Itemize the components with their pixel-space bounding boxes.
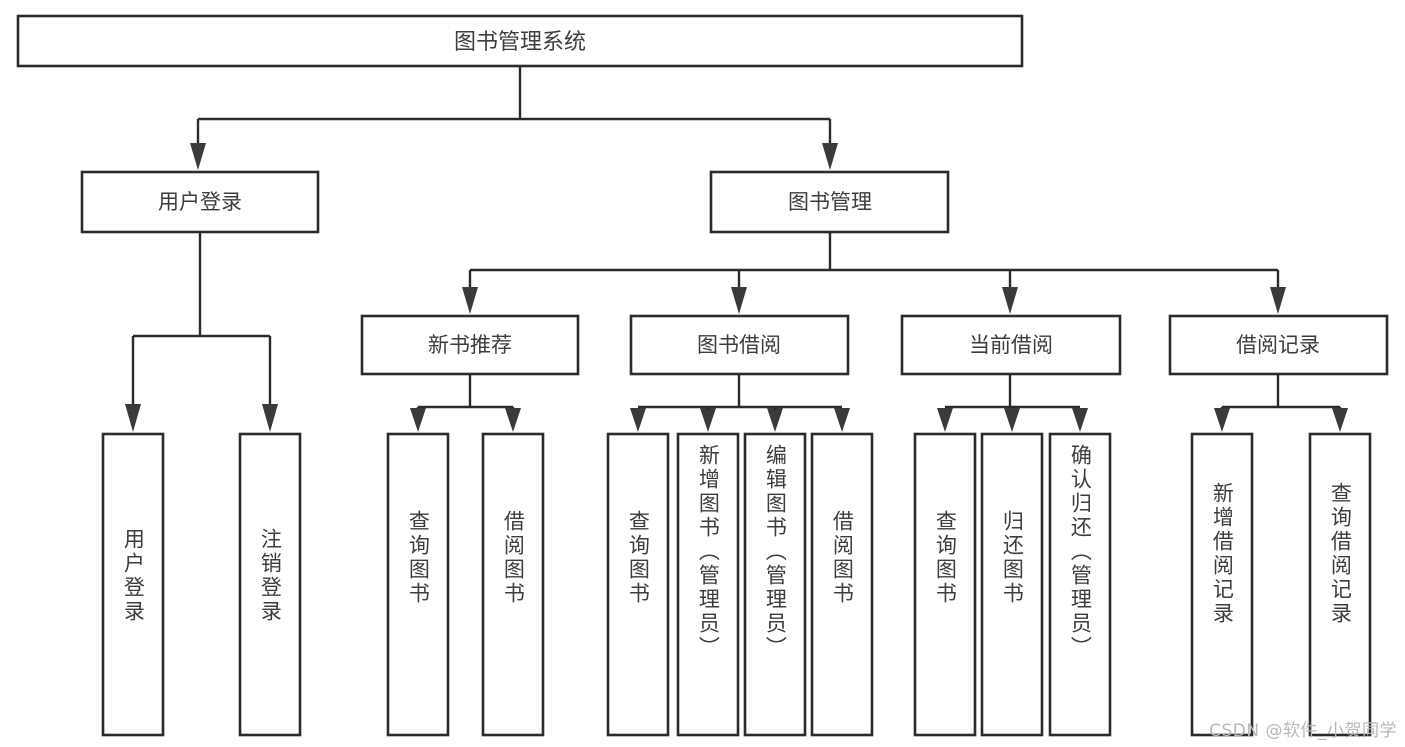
arrow-head-nb-borrow: [505, 408, 521, 432]
node-borrow-records[interactable]: 借阅记录: [1168, 314, 1389, 376]
leaf-box-group: [101, 432, 1372, 737]
node-user-login-box[interactable]: [80, 170, 320, 234]
leaf-box-bb-borrow-book[interactable]: [810, 432, 874, 737]
arrow-head-user-login: [125, 404, 141, 432]
arrow-head-b-add: [700, 408, 716, 432]
arrow-head-b-borrow: [834, 408, 850, 432]
leaf-box-nb-borrow-book[interactable]: [481, 432, 545, 737]
node-borrow-records-box[interactable]: [1168, 314, 1389, 376]
node-root-box[interactable]: [16, 14, 1024, 68]
arrow-head-c-return: [1004, 408, 1020, 432]
node-book-borrow[interactable]: 图书借阅: [629, 314, 850, 376]
arrow-head-records: [1270, 287, 1286, 314]
arrow-head-newbook: [462, 287, 478, 314]
node-book-management[interactable]: 图书管理: [709, 170, 950, 234]
node-root-label: 图书管理系统: [454, 30, 586, 55]
node-book-management-label: 图书管理: [788, 190, 872, 214]
node-new-book-recommend[interactable]: 新书推荐: [360, 314, 580, 376]
node-current-borrow-label: 当前借阅: [969, 333, 1053, 357]
node-borrow-records-label: 借阅记录: [1236, 333, 1320, 357]
leaf-box-logout[interactable]: [238, 432, 302, 737]
watermark: CSDN @软件_小贺同学: [1209, 721, 1397, 741]
arrow-head-bookmgmt: [822, 143, 838, 170]
arrow-head-c-query: [937, 408, 953, 432]
arrow-head-borrow: [731, 287, 747, 314]
arrow-head-c-confirm: [1072, 408, 1088, 432]
arrow-head-b-edit: [767, 408, 783, 432]
leaf-box-bb-query-book[interactable]: [606, 432, 670, 737]
node-book-borrow-label: 图书借阅: [697, 333, 781, 357]
arrow-head-login: [190, 143, 206, 170]
node-book-borrow-box[interactable]: [629, 314, 850, 376]
arrow-head-logout: [262, 404, 278, 432]
leaf-box-cb-query-book[interactable]: [913, 432, 977, 737]
leaf-box-bb-add-book[interactable]: [676, 432, 740, 737]
arrow-head-r-add: [1214, 408, 1230, 432]
leaf-box-br-query-record[interactable]: [1308, 432, 1372, 737]
arrow-head-current: [1002, 287, 1018, 314]
leaf-box-user-login[interactable]: [101, 432, 165, 737]
node-root[interactable]: 图书管理系统: [16, 14, 1024, 68]
arrow-head-b-query: [630, 408, 646, 432]
arrow-head-nb-query: [410, 408, 426, 432]
node-current-borrow-box[interactable]: [900, 314, 1122, 376]
connector-group: [125, 66, 1348, 432]
node-new-book-recommend-label: 新书推荐: [428, 333, 512, 357]
leaf-box-cb-confirm-return[interactable]: [1048, 432, 1112, 737]
node-book-management-box[interactable]: [709, 170, 950, 234]
leaf-box-cb-return-book[interactable]: [980, 432, 1044, 737]
node-new-book-recommend-box[interactable]: [360, 314, 580, 376]
node-user-login-label: 用户登录: [158, 190, 242, 214]
leaf-box-bb-edit-book[interactable]: [743, 432, 807, 737]
node-user-login[interactable]: 用户登录: [80, 170, 320, 234]
node-current-borrow[interactable]: 当前借阅: [900, 314, 1122, 376]
leaf-box-nb-query-book[interactable]: [386, 432, 450, 737]
leaf-box-br-add-record[interactable]: [1190, 432, 1254, 737]
arrow-head-r-query: [1332, 408, 1348, 432]
